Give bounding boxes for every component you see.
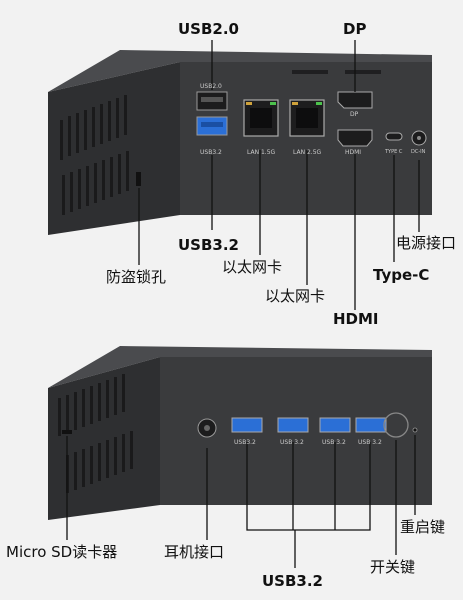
panel-label-hdmi: HDMI [345, 149, 362, 156]
lan-port-2 [289, 99, 325, 137]
callout-typec: Type-C [373, 266, 430, 284]
callout-lan-a: 以太网卡 [222, 258, 283, 276]
mini-pc-back-view [48, 40, 432, 310]
callout-lines-top [138, 40, 420, 310]
panel-label-usb32: USB3.2 [200, 149, 222, 156]
typec-port [385, 132, 403, 141]
panel-label-typec: TYPE C [385, 149, 403, 155]
side-vents [60, 95, 129, 215]
panel-label-lan2: LAN 2.5G [293, 149, 322, 156]
front-usb-port-3 [319, 417, 351, 433]
callout-dp: DP [343, 20, 367, 38]
case-side [48, 62, 180, 235]
front-usb-port-1 [231, 417, 263, 433]
callout-lines-bottom [66, 435, 416, 568]
panel-label-lan1: LAN 1.5G [247, 149, 276, 156]
callout-hdmi: HDMI [333, 310, 379, 328]
front-usb-port-2 [277, 417, 309, 433]
callout-lan-b: 以太网卡 [265, 287, 326, 305]
callout-antitheft: 防盗锁孔 [106, 268, 167, 286]
lock-hole [136, 172, 141, 186]
callout-front-usb32: USB3.2 [262, 572, 323, 590]
front-panel-label-3: USB 3.2 [322, 439, 346, 446]
panel-label-dp: DP [350, 111, 359, 118]
callout-microsd: Micro SD读卡器 [6, 543, 118, 561]
front-panel-label-1: USB3.2 [234, 439, 256, 446]
reset-pinhole [412, 427, 418, 433]
front-panel-label-2: USB 3.2 [280, 439, 304, 446]
panel-label-dc: DC-IN [411, 149, 426, 155]
callout-usb20: USB2.0 [178, 20, 239, 38]
callout-usb32: USB3.2 [178, 236, 239, 254]
callout-power-button: 开关键 [370, 558, 416, 576]
hdmi-port [337, 129, 373, 147]
mini-pc-front-view [48, 346, 432, 568]
front-usb-port-4 [355, 417, 387, 433]
lan-port-1 [243, 99, 279, 137]
callout-power: 电源接口 [396, 234, 457, 252]
microsd-slot [62, 430, 72, 434]
callout-earphone: 耳机接口 [164, 543, 225, 561]
front-panel-label-4: USB 3.2 [358, 439, 382, 446]
power-button [383, 412, 409, 438]
dp-port [337, 91, 373, 109]
callout-reset: 重启键 [400, 518, 446, 536]
panel-label-usb20: USB2.0 [200, 83, 222, 90]
